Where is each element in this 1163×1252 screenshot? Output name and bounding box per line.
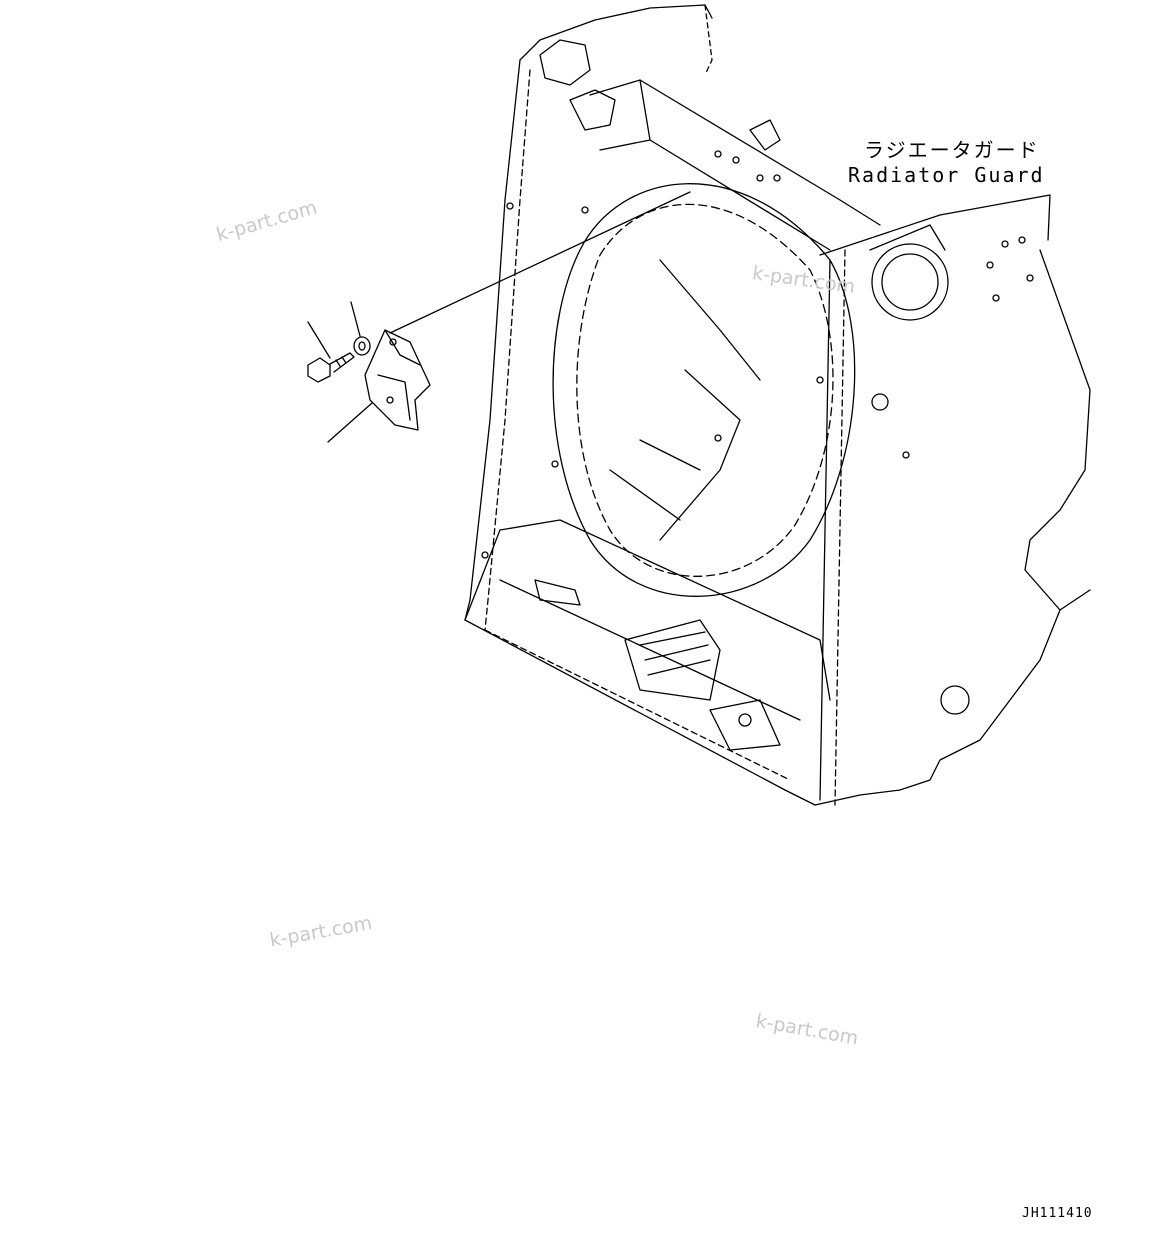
bracket-part: [365, 330, 430, 430]
radiator-guard-frame: [465, 5, 1090, 805]
callout-label-english: Radiator Guard: [848, 163, 1045, 187]
bolt-part: [308, 322, 354, 382]
mount-leader-line: [390, 192, 690, 333]
bracket-leader-line: [328, 403, 372, 442]
figure-id: JH111410: [1022, 1206, 1093, 1221]
callout-label-japanese: ラジエータガード: [864, 138, 1040, 162]
washer-part: [351, 302, 370, 355]
